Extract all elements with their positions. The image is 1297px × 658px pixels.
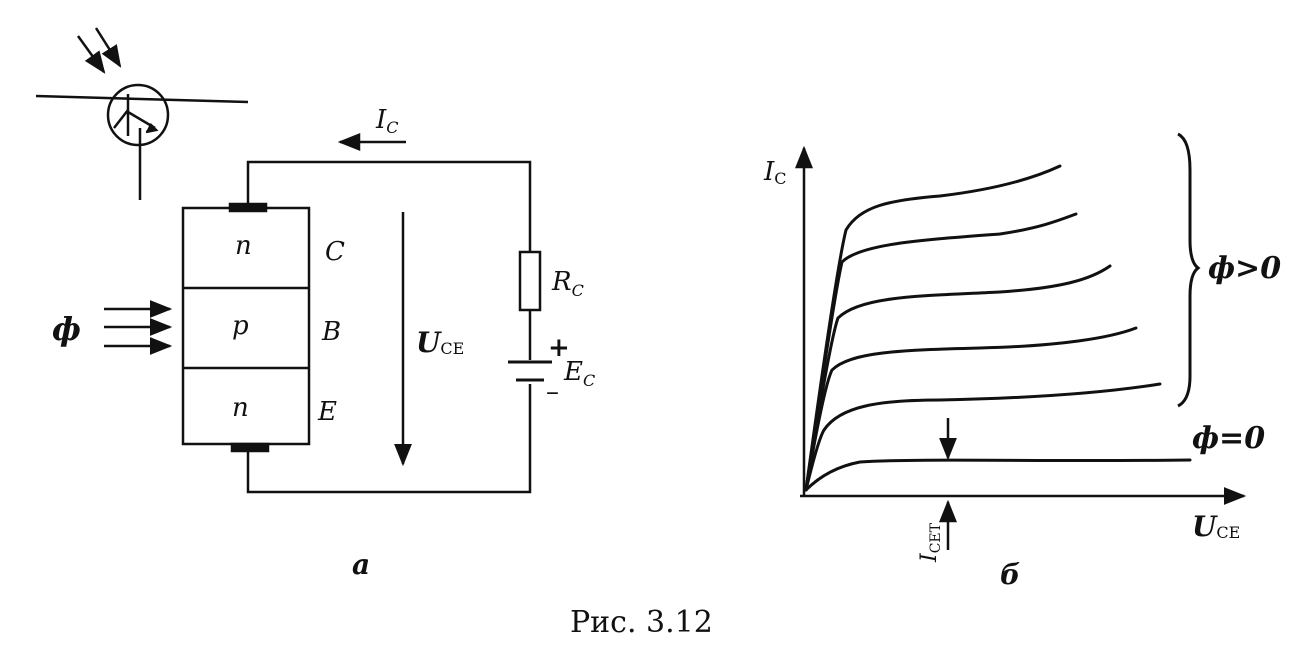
figure-caption: Рис. 3.12 — [570, 605, 713, 640]
light-flux-arrows — [104, 300, 173, 355]
x-axis-label: UCE — [1192, 510, 1240, 543]
y-axis-label: IC — [763, 157, 787, 188]
voltage-label: UCE — [416, 326, 464, 359]
label-phi-positive: ф>0 — [1208, 251, 1281, 286]
source-label: EC — [563, 357, 595, 390]
curve-phi-3 — [804, 264, 1112, 492]
layer-p: p — [232, 311, 249, 341]
caption-b: б — [1000, 558, 1020, 591]
circuit-wires — [246, 160, 552, 494]
dark-current-label: ICET — [917, 522, 944, 563]
source-minus: – — [546, 377, 559, 407]
layer-n-bottom: n — [232, 393, 249, 423]
current-label: IC — [375, 105, 399, 137]
label-phi-zero: ф=0 — [1192, 421, 1265, 456]
terminal-collector: C — [325, 237, 345, 267]
graph-axes — [795, 145, 1247, 505]
characteristic-curves — [804, 164, 1192, 492]
terminal-base: B — [321, 317, 341, 347]
curve-phi-zero — [804, 458, 1192, 492]
flux-symbol: ф — [52, 310, 81, 348]
layer-n-top: n — [235, 231, 252, 261]
phototransistor-symbol — [35, 27, 249, 200]
curve-phi-5 — [804, 164, 1062, 492]
curve-phi-4 — [804, 212, 1078, 492]
caption-a: а — [352, 548, 370, 581]
source-plus: + — [548, 333, 570, 363]
terminal-emitter: E — [317, 397, 337, 427]
curve-phi-1 — [804, 382, 1162, 492]
curve-phi-2 — [804, 326, 1138, 492]
brace — [1177, 132, 1201, 408]
npn-structure — [181, 202, 311, 453]
resistor-label: RC — [551, 267, 584, 300]
